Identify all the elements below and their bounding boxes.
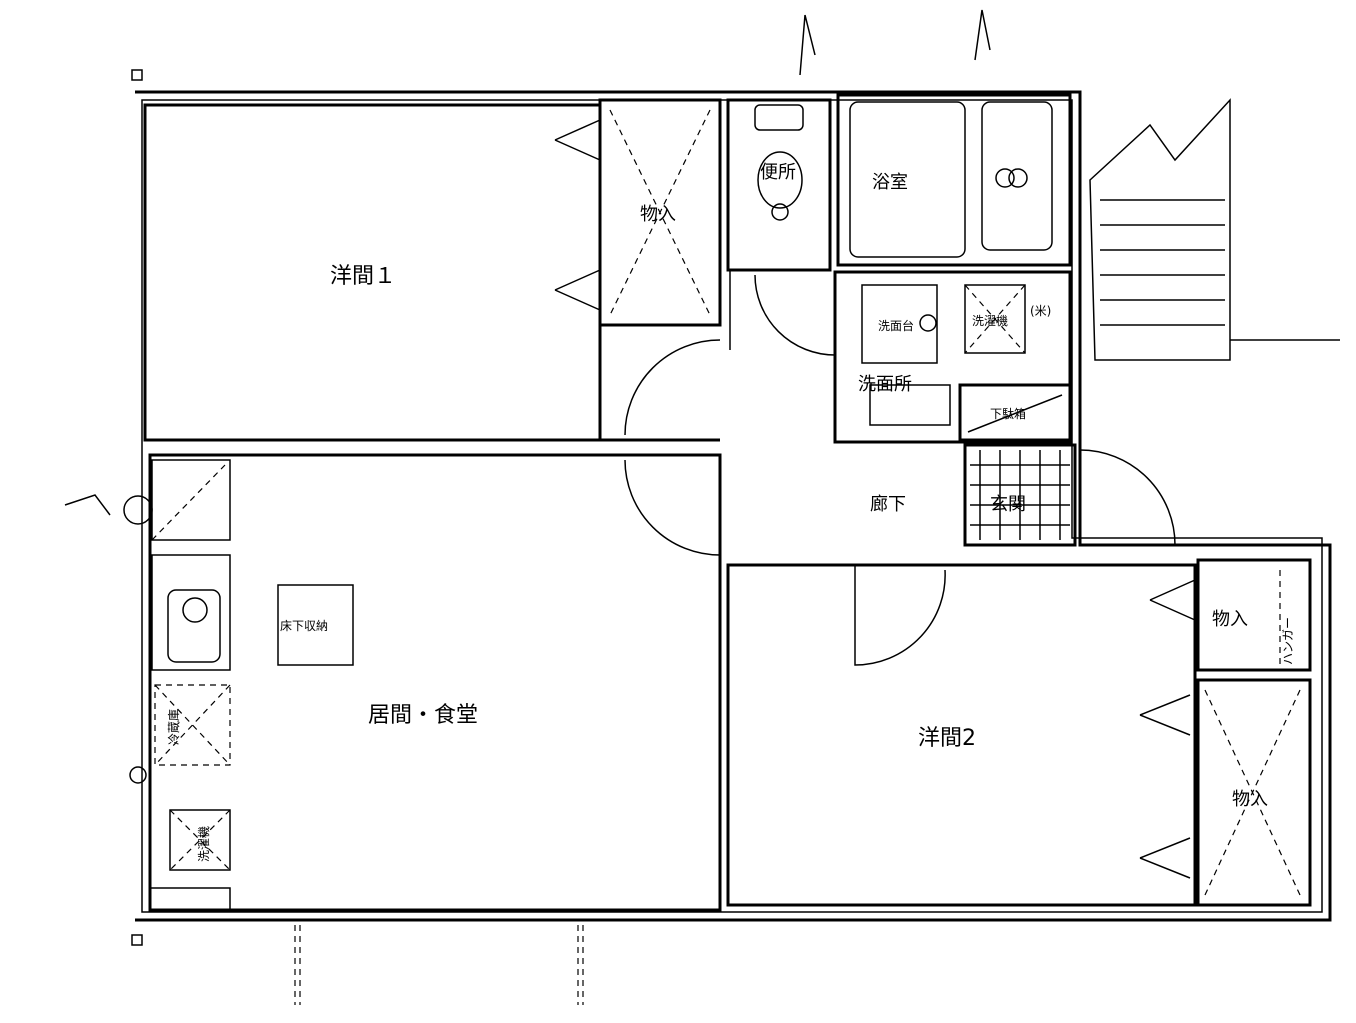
exterior-markers — [64, 9, 991, 1005]
hanger-label: ハンガー — [1281, 617, 1295, 665]
fridge-label: 冷蔵庫 — [167, 709, 181, 745]
western-room-2-label: 洋間2 — [918, 726, 976, 751]
outer-walls — [131, 69, 1332, 946]
washbasin-label: 洗面台 — [878, 318, 914, 333]
washroom: 洗面所 洗面台 洗濯機 (米) — [833, 270, 1072, 444]
closet-right-top: 物入 ハンガー — [1149, 558, 1312, 672]
entrance-label: 玄関 — [990, 494, 1026, 515]
washer-label: 洗濯機 — [972, 313, 1008, 328]
storage-label: 下駄箱 — [990, 406, 1026, 421]
western-room-1-label: 洋間１ — [330, 264, 396, 289]
bath-label: 浴室 — [872, 172, 908, 193]
living-dining: 居間・食堂 床下収納 冷蔵庫 洗濯機 — [148, 453, 722, 912]
bathroom: 浴室 — [836, 93, 1072, 267]
closet-top-label: 物入 — [640, 204, 676, 225]
underfloor-label: 床下収納 — [280, 619, 328, 633]
exterior-stairs — [1089, 98, 1340, 361]
closet-right-bottom: 物入 — [1139, 678, 1312, 907]
washroom-label: 洗面所 — [858, 374, 912, 395]
corridor-label: 廊下 — [870, 494, 906, 515]
wall-unit-label: (米) — [1030, 304, 1051, 318]
corridor: 廊下 — [624, 270, 946, 666]
western-room-2: 洋間2 — [726, 563, 1197, 907]
toilet-room: 便所 — [726, 98, 832, 272]
toilet-label: 便所 — [760, 162, 796, 183]
western-room-1: 洋間１ — [143, 103, 720, 442]
washer-kitchen-label: 洗濯機 — [196, 826, 211, 862]
closet-right-bottom-label: 物入 — [1232, 789, 1268, 810]
shoe-storage: 下駄箱 — [958, 383, 1072, 442]
entrance: 玄関 — [963, 443, 1176, 547]
closet-top: 物入 — [554, 98, 722, 327]
living-dining-label: 居間・食堂 — [368, 703, 478, 728]
closet-right-top-label: 物入 — [1212, 609, 1248, 630]
